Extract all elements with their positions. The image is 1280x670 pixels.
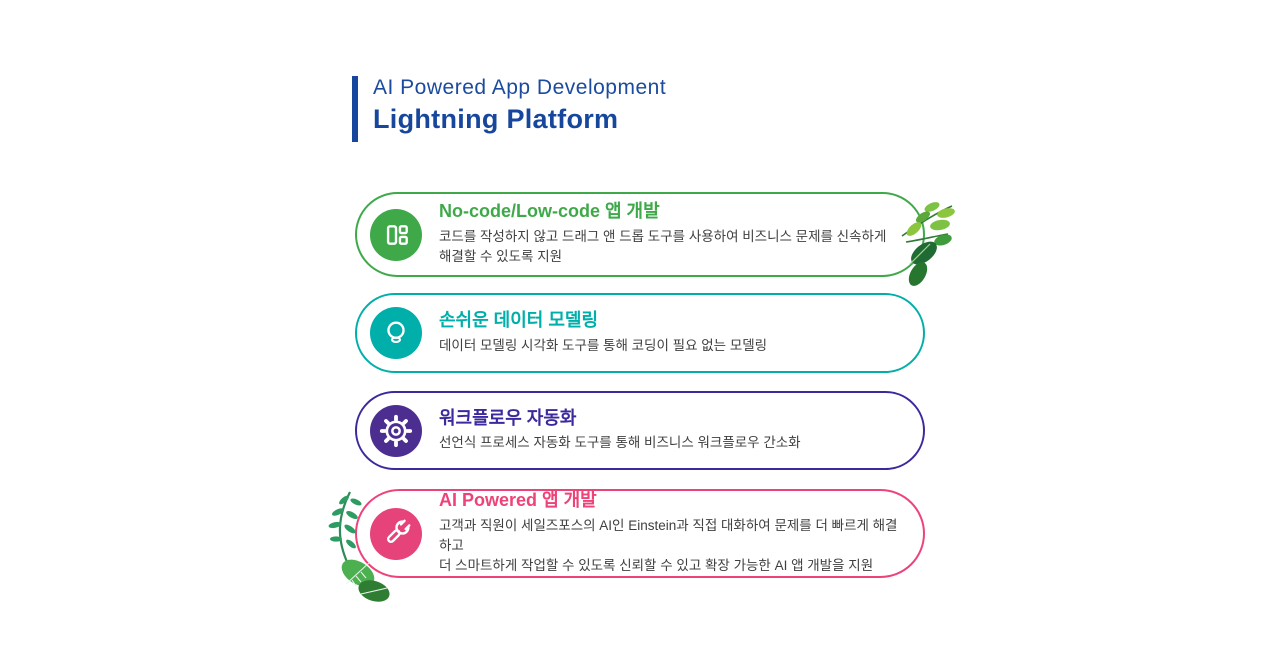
card-title: AI Powered 앱 개발	[439, 490, 597, 511]
layout-icon	[370, 208, 422, 261]
header: AI Powered App Development Lightning Pla…	[352, 76, 666, 142]
page-title: Lightning Platform	[373, 104, 619, 135]
card-text: 워크플로우 자동화 선언식 프로세스 자동화 도구를 통해 비즈니스 워크플로우…	[439, 408, 825, 454]
card-description: 코드를 작성하지 않고 드래그 앤 드롭 도구를 사용하여 비즈니스 문제를 신…	[439, 229, 887, 265]
accent-bar	[352, 76, 358, 142]
feature-card-workflow: 워크플로우 자동화 선언식 프로세스 자동화 도구를 통해 비즈니스 워크플로우…	[355, 391, 925, 470]
card-description: 선언식 프로세스 자동화 도구를 통해 비즈니스 워크플로우 간소화	[439, 435, 801, 451]
card-description: 데이터 모델링 시각화 도구를 통해 코딩이 필요 없는 모델링	[439, 337, 768, 353]
card-description: 고객과 직원이 세일즈포스의 AI인 Einstein과 직접 대화하여 문제를…	[439, 517, 898, 574]
header-text: AI Powered App Development Lightning Pla…	[358, 76, 666, 142]
feature-card-ai-powered: AI Powered 앱 개발 고객과 직원이 세일즈포스의 AI인 Einst…	[355, 489, 925, 578]
feature-card-data-modeling: 손쉬운 데이터 모델링 데이터 모델링 시각화 도구를 통해 코딩이 필요 없는…	[355, 293, 925, 373]
header-subtitle: AI Powered App Development	[373, 76, 667, 99]
wrench-icon	[370, 507, 422, 560]
gear-icon	[370, 404, 422, 457]
card-text: No-code/Low-code 앱 개발 코드를 작성하지 않고 드래그 앤 …	[439, 201, 910, 267]
feature-card-no-code: No-code/Low-code 앱 개발 코드를 작성하지 않고 드래그 앤 …	[355, 192, 925, 277]
card-text: AI Powered 앱 개발 고객과 직원이 세일즈포스의 AI인 Einst…	[439, 490, 923, 576]
feature-card-list: No-code/Low-code 앱 개발 코드를 작성하지 않고 드래그 앤 …	[355, 192, 925, 578]
lightbulb-icon	[370, 307, 422, 359]
card-title: 워크플로우 자동화	[439, 407, 577, 428]
card-title: No-code/Low-code 앱 개발	[439, 201, 660, 222]
card-title: 손쉬운 데이터 모델링	[439, 310, 599, 331]
card-text: 손쉬운 데이터 모델링 데이터 모델링 시각화 도구를 통해 코딩이 필요 없는…	[439, 310, 791, 356]
